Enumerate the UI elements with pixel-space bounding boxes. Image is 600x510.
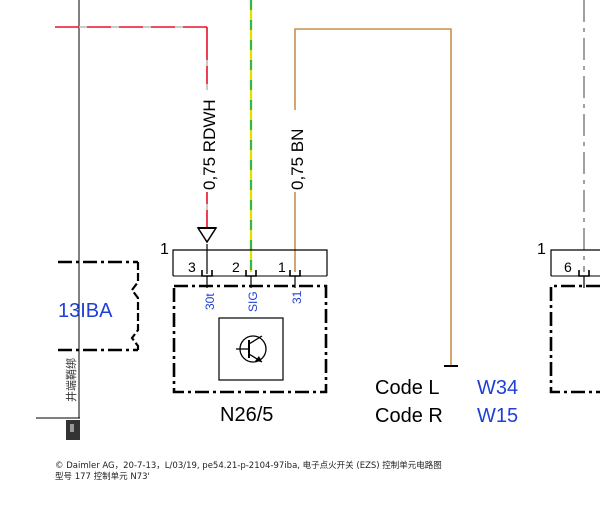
right-module-box[interactable] xyxy=(549,284,600,394)
code-l-label: Code L xyxy=(375,377,440,399)
pin-number-1: 1 xyxy=(278,259,286,275)
left-connector-label: 13IBA xyxy=(58,300,113,322)
terminal-arrow-icon xyxy=(196,227,218,244)
code-r-label: Code R xyxy=(375,405,443,427)
signal-label-31: 31 xyxy=(290,290,304,304)
right-pin-number: 6 xyxy=(564,259,572,275)
right-connector-housing xyxy=(550,249,600,276)
code-r-value: W15 xyxy=(477,405,518,427)
signal-label-sig: SIG xyxy=(246,291,260,312)
transistor-icon xyxy=(218,317,284,381)
left-connector-box[interactable] xyxy=(58,260,140,352)
wire-bn[interactable] xyxy=(294,28,458,367)
left-vertical-text: 井端鞘绑 xyxy=(64,358,78,402)
pin-number-2: 2 xyxy=(232,259,240,275)
module-name: N26/5 xyxy=(220,404,273,426)
right-connector-pin-ref: 1 xyxy=(537,241,546,258)
bn-label-bg xyxy=(286,110,306,192)
wire-rdwh[interactable] xyxy=(55,26,208,230)
module-n26-5-box[interactable] xyxy=(172,284,328,394)
bn-wire-label: 0,75 BN xyxy=(288,129,307,190)
code-l-value: W34 xyxy=(477,377,518,399)
rdwh-label-bg xyxy=(198,90,218,192)
footer-line-2: 型号 177 控制单元 N73' xyxy=(55,471,150,482)
pin-socket-3[interactable] xyxy=(201,244,213,277)
connector-pin-ref: 1 xyxy=(160,241,169,258)
signal-label-30t: 30t xyxy=(203,293,217,310)
pin-number-3: 3 xyxy=(188,259,196,275)
rdwh-wire-label: 0,75 RDWH xyxy=(200,99,219,190)
footer-line-1: © Daimler AG，20-7-13，L/03/19, pe54.21-p-… xyxy=(55,460,442,471)
